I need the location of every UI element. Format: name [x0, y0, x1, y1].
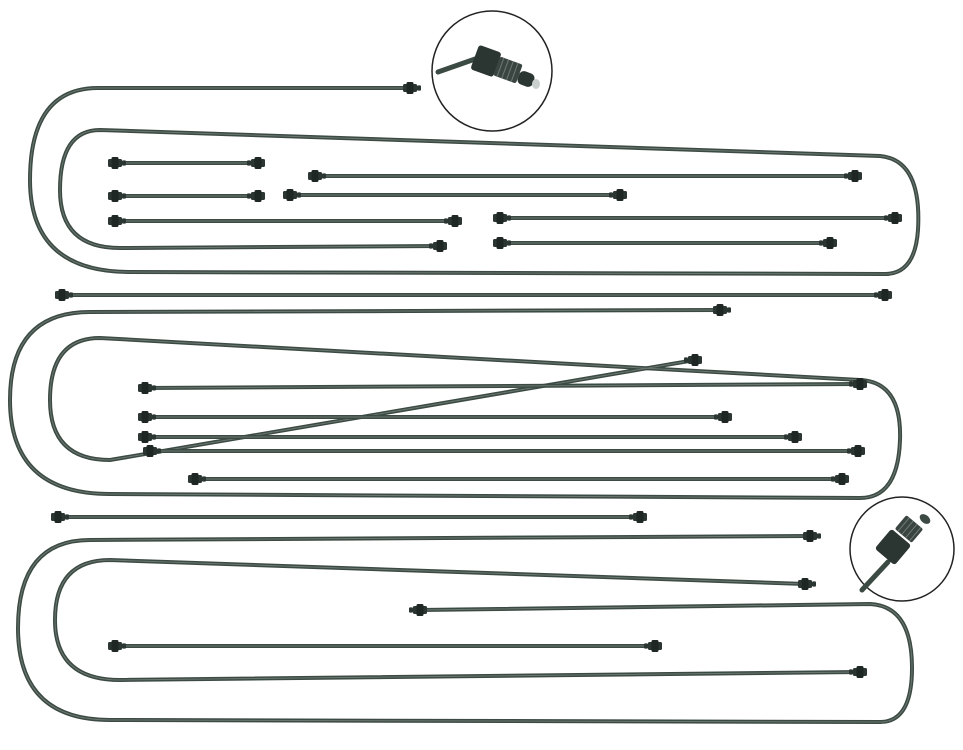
- tube-fitting: [108, 157, 126, 169]
- tube-fitting: [138, 431, 156, 443]
- tube-fitting: [308, 170, 326, 182]
- tube-fitting: [283, 189, 301, 201]
- tube-fitting: [784, 431, 802, 443]
- tube-fitting: [108, 215, 126, 227]
- tube-fitting: [493, 237, 511, 249]
- tube-fitting: [798, 578, 816, 590]
- looped-brake-line-highlight: [9, 309, 901, 499]
- tube-fitting: [138, 411, 156, 423]
- tube-fitting: [803, 530, 821, 542]
- tube-fitting: [684, 354, 702, 366]
- tube-fitting: [629, 511, 647, 523]
- tube-fitting: [137, 381, 157, 395]
- looped-brake-line: [15, 534, 915, 725]
- tube-fitting: [247, 190, 265, 202]
- looped-brake-line: [52, 557, 862, 683]
- looped-brake-line-highlight: [54, 559, 861, 681]
- tube-fitting: [188, 473, 206, 485]
- tube-fitting: [247, 157, 265, 169]
- tube-fitting: [51, 511, 69, 523]
- tube-fitting: [714, 411, 732, 423]
- tube-fitting: [819, 237, 837, 249]
- tube-fitting: [874, 289, 892, 301]
- tube-fitting: [609, 189, 627, 201]
- tube-fitting: [644, 640, 662, 652]
- looped-brake-line-highlight: [17, 535, 913, 723]
- tube-fitting: [847, 445, 865, 457]
- bubble-flare-closeup-icon: [849, 496, 955, 602]
- tube-fitting: [831, 473, 849, 485]
- tube-fittings: [51, 82, 902, 678]
- tube-fitting: [108, 640, 126, 652]
- looped-brake-line-highlight: [29, 87, 919, 275]
- tube-fitting: [55, 289, 73, 301]
- tube-fitting: [849, 666, 867, 678]
- tube-fitting: [409, 604, 427, 616]
- tube-fitting: [108, 190, 126, 202]
- straight-brake-line-highlight: [144, 383, 861, 389]
- looped-brake-line: [7, 308, 903, 501]
- tube-fitting: [429, 240, 447, 252]
- tube-fitting: [713, 304, 731, 316]
- flare-nut-closeup-icon: [431, 10, 553, 132]
- brake-tubes: [7, 86, 921, 725]
- tube-fitting: [844, 170, 862, 182]
- tube-fitting: [444, 215, 462, 227]
- tube-fitting: [493, 212, 511, 224]
- tube-fitting: [403, 82, 421, 94]
- tube-fitting: [884, 212, 902, 224]
